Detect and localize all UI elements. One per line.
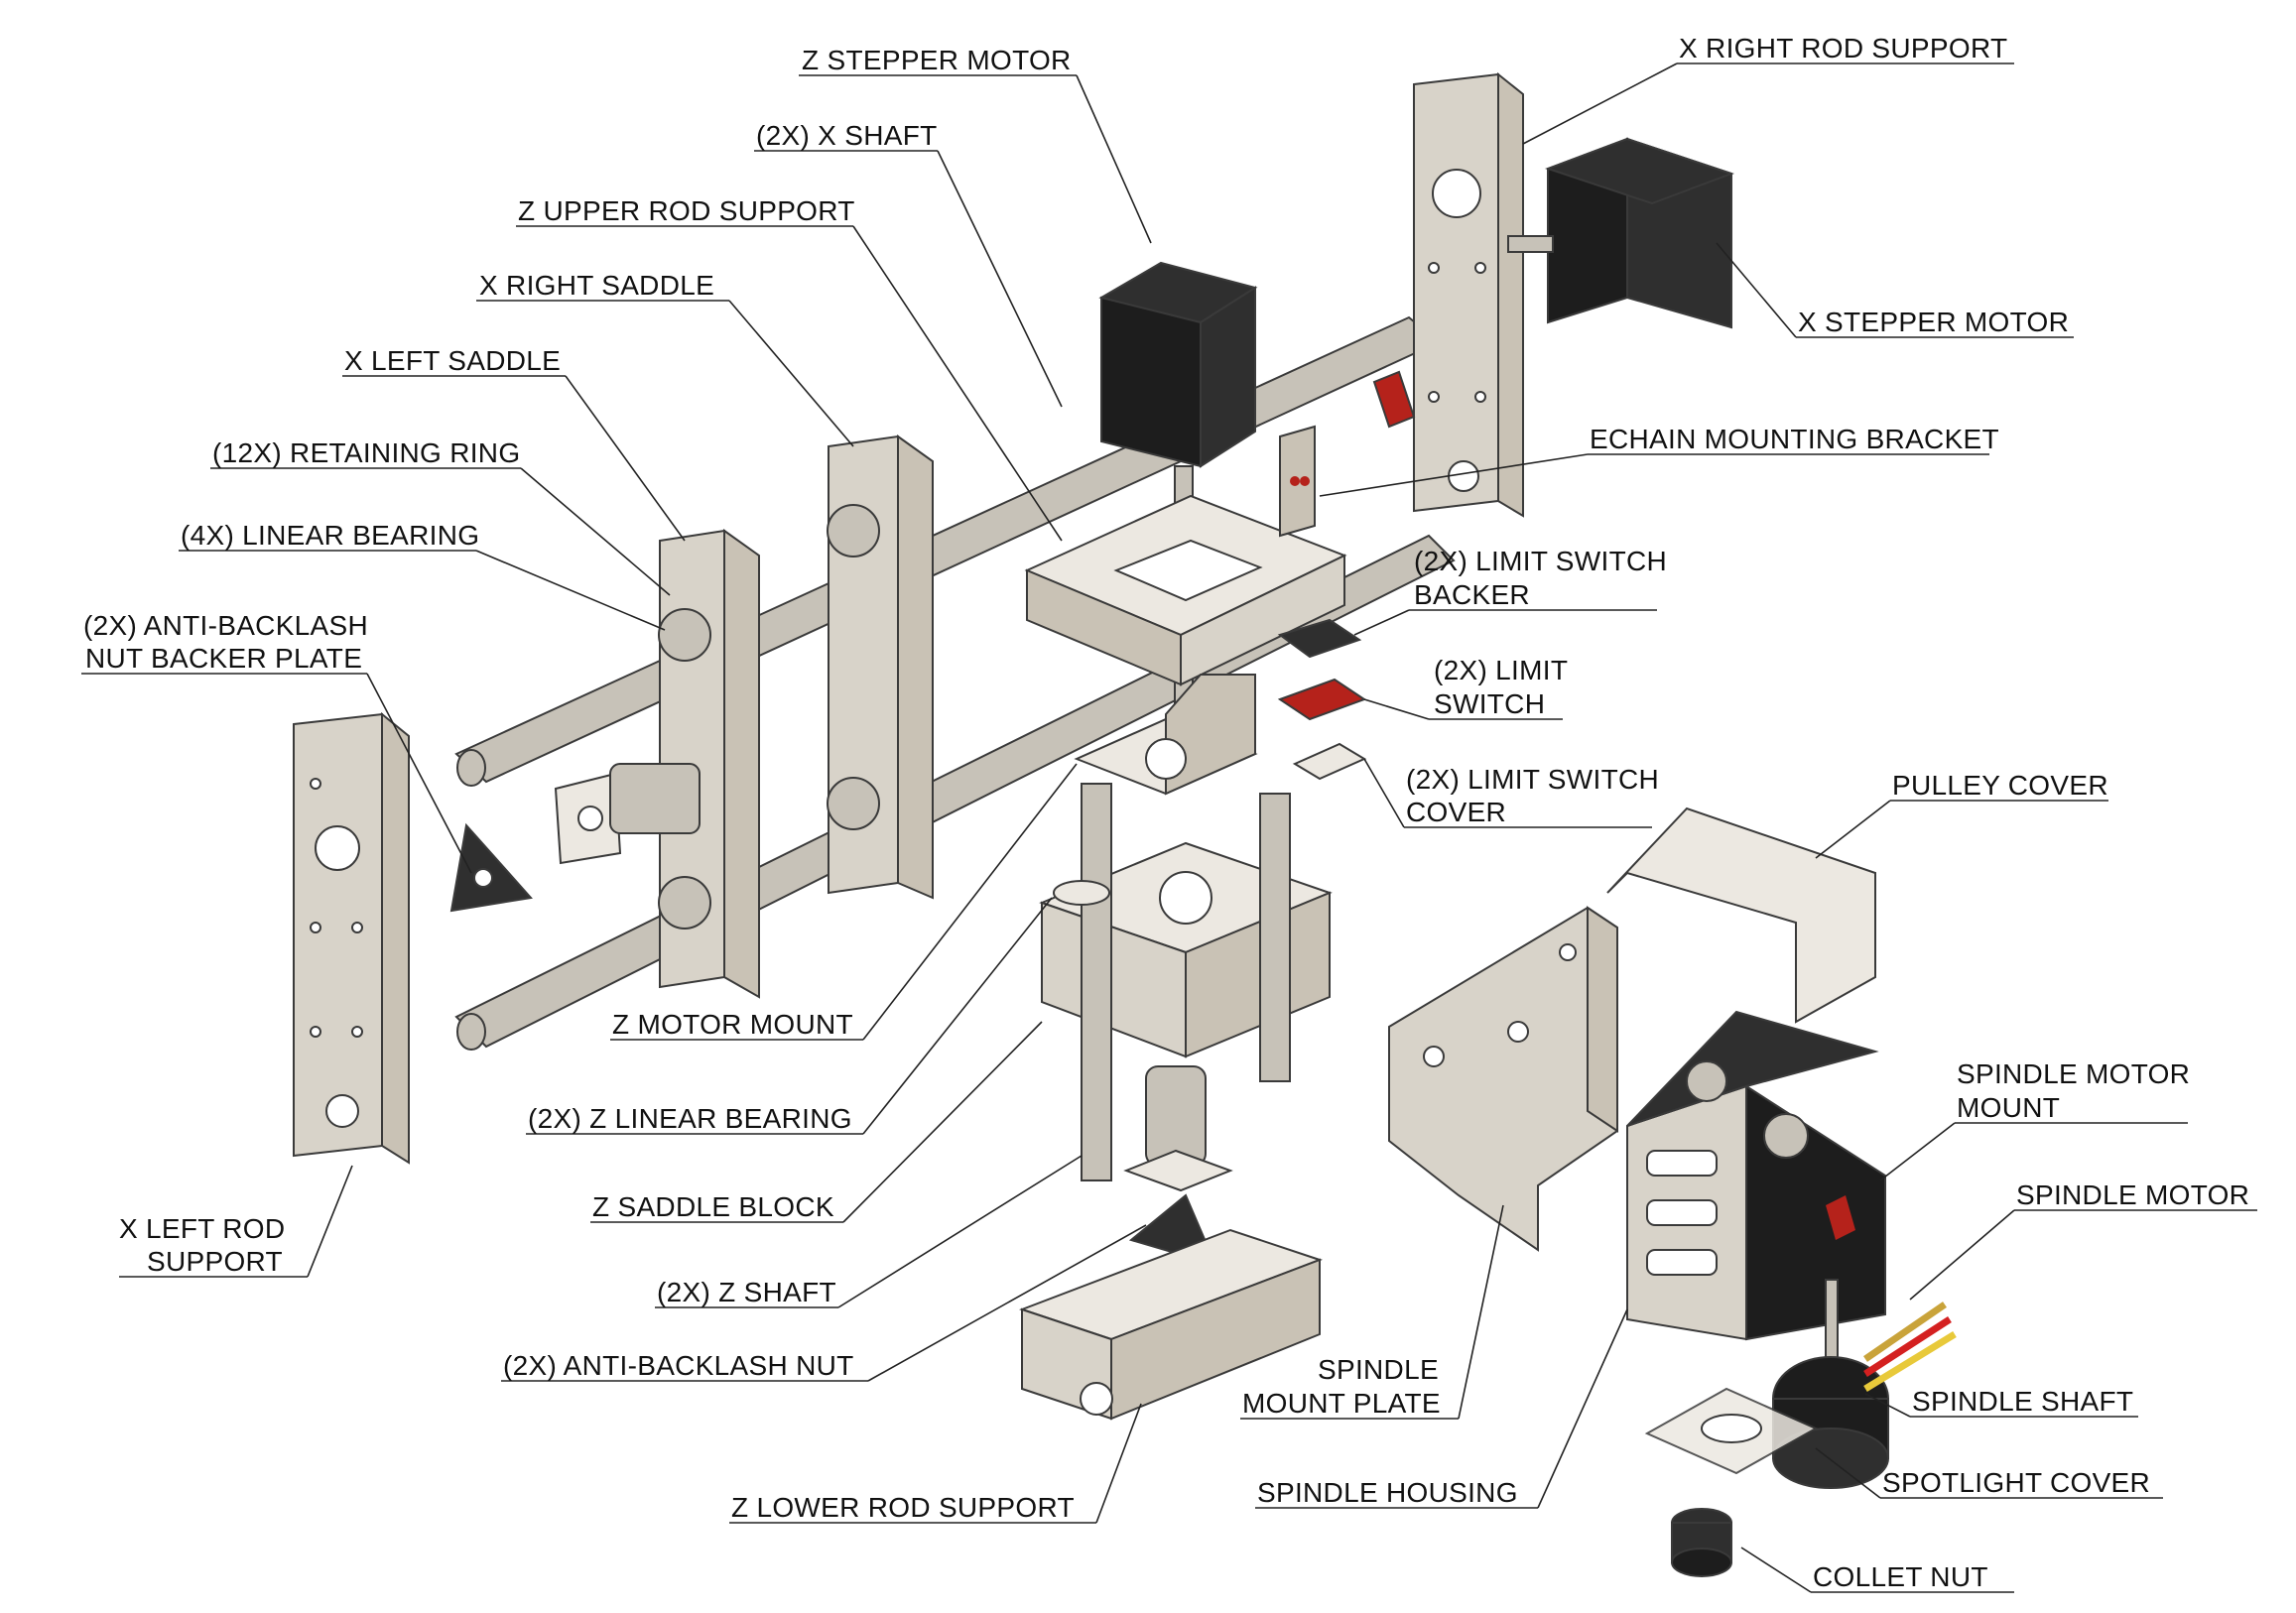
z-saddle-block	[1039, 841, 1333, 1058]
label-z-saddle-block: Z SADDLE BLOCK	[592, 1191, 834, 1222]
collet-nut	[1671, 1508, 1732, 1577]
label-limit-switch-line1: (2X) LIMIT	[1434, 655, 1568, 685]
label-z-shaft: (2X) Z SHAFT	[657, 1277, 836, 1307]
label-spindle-mount-plate-line2: MOUNT PLATE	[1242, 1388, 1441, 1419]
parts-illustration	[293, 71, 1957, 1577]
leader-lines	[81, 62, 2257, 1593]
label-z-motor-mount: Z MOTOR MOUNT	[612, 1009, 853, 1040]
limit-switch-backer	[1277, 618, 1362, 659]
spindle-motor	[1772, 1279, 1957, 1489]
echain-mounting-bracket	[1279, 425, 1316, 538]
label-pulley-cover: PULLEY COVER	[1892, 770, 2108, 801]
label-spotlight-cover: SPOTLIGHT COVER	[1882, 1467, 2150, 1498]
x-right-saddle	[827, 434, 934, 900]
label-x-shaft: (2X) X SHAFT	[756, 120, 938, 151]
label-limit-switch-backer-line2: BACKER	[1414, 579, 1530, 610]
limit-switch	[1277, 370, 1416, 721]
label-limit-switch-cover-line2: COVER	[1406, 797, 1506, 827]
pulley-cover	[1606, 806, 1876, 1024]
label-spindle-shaft: SPINDLE SHAFT	[1912, 1386, 2133, 1417]
label-x-right-rod-support: X RIGHT ROD SUPPORT	[1679, 33, 2007, 63]
label-linear-bearing: (4X) LINEAR BEARING	[181, 520, 479, 551]
label-x-right-saddle: X RIGHT SADDLE	[479, 270, 714, 301]
x-right-rod-support	[1413, 71, 1524, 518]
label-x-left-saddle: X LEFT SADDLE	[344, 345, 561, 376]
z-upper-rod-support	[1024, 494, 1347, 686]
limit-switch-cover	[1292, 742, 1367, 781]
x-left-rod-support	[293, 711, 410, 1165]
label-anti-backlash-nut: (2X) ANTI-BACKLASH NUT	[503, 1350, 854, 1381]
label-z-upper-rod-support: Z UPPER ROD SUPPORT	[518, 195, 855, 226]
label-x-left-rod-support-line1: X LEFT ROD	[119, 1213, 285, 1244]
label-echain-mounting-bracket: ECHAIN MOUNTING BRACKET	[1590, 424, 1999, 454]
callout-labels: Z STEPPER MOTOR (2X) X SHAFT Z UPPER ROD…	[83, 33, 2249, 1592]
label-retaining-ring: (12X) RETAINING RING	[212, 437, 520, 468]
label-spindle-motor-mount-line1: SPINDLE MOTOR	[1957, 1058, 2190, 1089]
label-spindle-mount-plate-line1: SPINDLE	[1318, 1354, 1439, 1385]
label-z-linear-bearing: (2X) Z LINEAR BEARING	[528, 1103, 852, 1134]
label-spindle-motor: SPINDLE MOTOR	[2016, 1179, 2249, 1210]
label-anti-backlash-backer-line1: (2X) ANTI-BACKLASH	[83, 610, 368, 641]
anti-backlash-backer-plate	[449, 822, 533, 913]
anti-backlash-nut-left	[554, 763, 701, 865]
spindle-housing	[1626, 1010, 1886, 1341]
x-stepper-motor	[1507, 137, 1734, 329]
z-motor-mount	[1074, 674, 1258, 796]
label-limit-switch-line2: SWITCH	[1434, 688, 1545, 719]
label-limit-switch-cover-line1: (2X) LIMIT SWITCH	[1406, 764, 1659, 795]
label-x-left-rod-support-line2: SUPPORT	[147, 1246, 283, 1277]
spotlight-cover	[1644, 1387, 1819, 1475]
label-limit-switch-backer-line1: (2X) LIMIT SWITCH	[1414, 546, 1667, 576]
label-x-stepper-motor: X STEPPER MOTOR	[1798, 307, 2069, 337]
x-left-saddle	[658, 529, 760, 999]
label-spindle-housing: SPINDLE HOUSING	[1257, 1477, 1518, 1508]
label-collet-nut: COLLET NUT	[1813, 1561, 1988, 1592]
label-spindle-motor-mount-line2: MOUNT	[1957, 1092, 2060, 1123]
label-anti-backlash-backer-line2: NUT BACKER PLATE	[85, 643, 362, 674]
z-lower-rod-support	[1019, 1228, 1323, 1421]
spindle-mount-plate	[1388, 906, 1618, 1252]
z-shafts	[1053, 783, 1291, 1181]
label-z-stepper-motor: Z STEPPER MOTOR	[802, 45, 1072, 75]
label-z-lower-rod-support: Z LOWER ROD SUPPORT	[731, 1492, 1075, 1523]
